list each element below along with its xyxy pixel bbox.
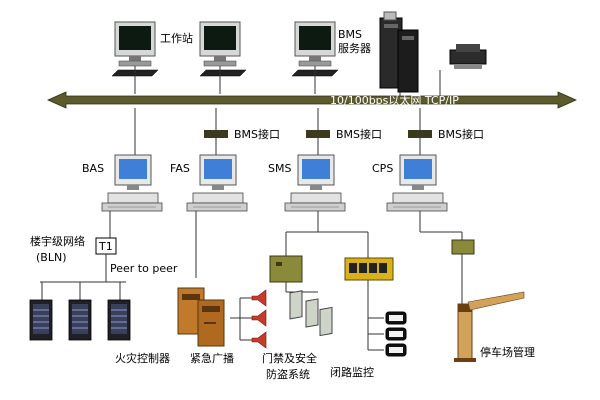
- card-reader-1: [289, 290, 303, 320]
- access-security-label-line2: 防盗系统: [266, 367, 310, 381]
- workstation-1: [111, 21, 159, 94]
- fire-controller-panel-3: [107, 299, 131, 341]
- bms-interface-cps: BMS接口: [408, 108, 484, 155]
- fire-controller-panel-2: [68, 299, 92, 341]
- access-control-unit: [269, 255, 303, 283]
- building-network-label-line2: (BLN): [36, 251, 67, 264]
- svg-text:BMS接口: BMS接口: [336, 128, 382, 141]
- fas-computer: [186, 154, 248, 212]
- t1-box: T1: [95, 237, 117, 255]
- peer-to-peer-label: Peer to peer: [110, 262, 178, 275]
- cps-computer: [386, 154, 448, 212]
- svg-text:T1: T1: [98, 240, 113, 253]
- cctv-controller: [344, 257, 394, 281]
- parking-gate: [454, 291, 525, 362]
- camera-2: [385, 327, 407, 341]
- bms-interface-fas: BMS接口: [204, 108, 280, 155]
- ethernet-bus: 10/100bps以太网 TCP/IP: [47, 91, 577, 109]
- access-security-label-line1: 门禁及安全: [262, 351, 317, 365]
- card-reader-2: [305, 298, 319, 328]
- sms-computer: [284, 154, 346, 212]
- speaker-1: [251, 289, 267, 307]
- bms-server-tower: [379, 11, 419, 96]
- workstation-2: [199, 21, 247, 94]
- sms-label: SMS: [268, 162, 291, 175]
- bms-interface-sms: BMS接口: [306, 108, 382, 155]
- card-reader-3: [319, 306, 333, 337]
- bas-label: BAS: [82, 162, 104, 175]
- cctv-label: 闭路监控: [330, 365, 374, 379]
- fire-controller-panel-1: [29, 299, 53, 341]
- cps-label: CPS: [372, 162, 393, 175]
- speaker-3: [251, 331, 267, 349]
- printer: [439, 44, 487, 96]
- camera-1: [385, 311, 407, 325]
- emergency-broadcast-cabinet: [177, 287, 225, 347]
- fire-controller-label: 火灾控制器: [115, 351, 170, 365]
- camera-3: [385, 343, 407, 357]
- bms-server-label-line1: BMS: [338, 28, 362, 41]
- svg-text:BMS接口: BMS接口: [234, 128, 280, 141]
- workstation-3: [291, 21, 339, 94]
- network-label: 10/100bps以太网 TCP/IP: [330, 94, 459, 107]
- bas-computer: [101, 154, 163, 212]
- emergency-broadcast-label: 紧急广播: [190, 351, 234, 365]
- workstation-label: 工作站: [160, 31, 193, 45]
- svg-text:BMS接口: BMS接口: [438, 128, 484, 141]
- parking-controller: [451, 239, 475, 255]
- speaker-2: [251, 309, 267, 327]
- bms-server-label-line2: 服务器: [338, 42, 371, 55]
- fas-label: FAS: [170, 162, 190, 175]
- parking-label: 停车场管理: [480, 345, 535, 359]
- building-network-label-line1: 楼宇级网络: [30, 234, 85, 248]
